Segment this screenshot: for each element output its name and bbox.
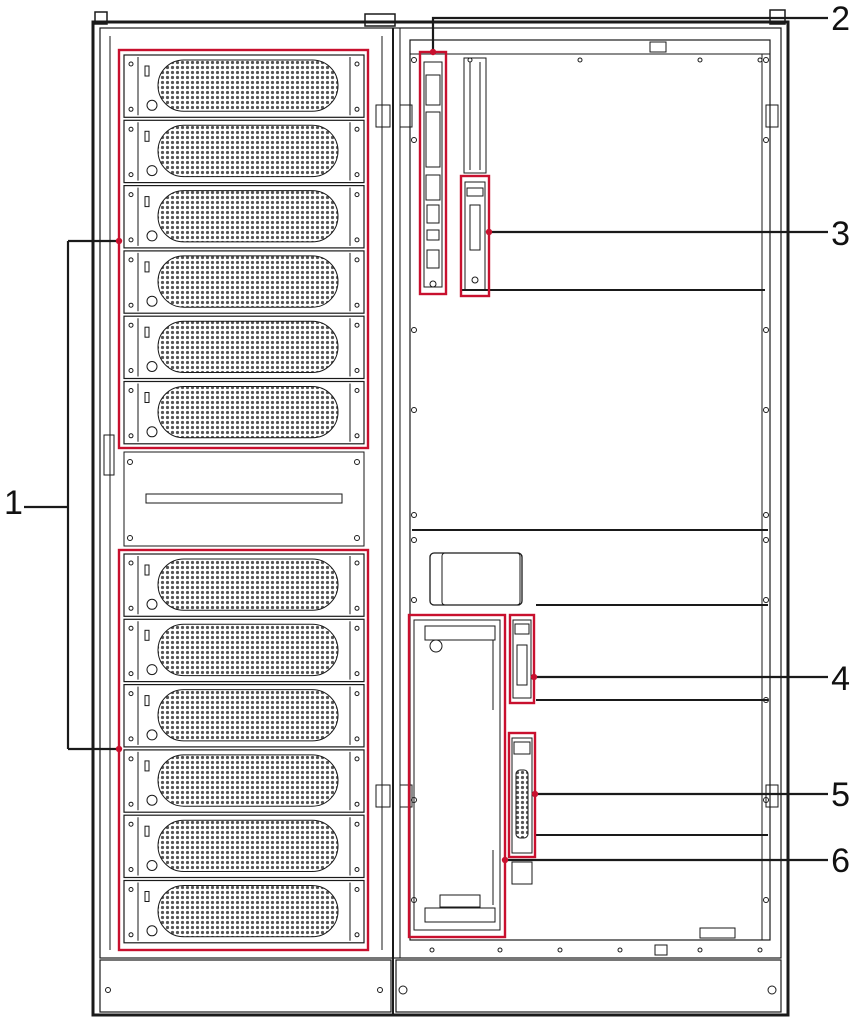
cabinet-frame (91, 9, 790, 1017)
latch-icon (146, 426, 158, 438)
latch-icon (146, 664, 158, 676)
callout-leaders (24, 16, 828, 864)
latch-icon (146, 165, 158, 177)
fan-grille (157, 754, 339, 807)
power-module (123, 814, 365, 879)
leader-dot (501, 856, 509, 864)
latch-icon (146, 361, 158, 372)
highlight-frame-cable-tray (407, 613, 507, 939)
highlight-frame-aux-a (508, 613, 536, 705)
blank-filler-panel (123, 451, 365, 547)
power-module (123, 185, 365, 249)
right-bay-internals (409, 39, 771, 956)
power-module (123, 749, 365, 813)
auxiliary-module-a (512, 619, 532, 699)
leader-dot (115, 237, 123, 245)
bypass-module (464, 181, 486, 291)
power-module (123, 683, 365, 748)
latch-icon (146, 99, 158, 111)
fan-grille (157, 190, 339, 243)
callout-number-3: 3 (831, 215, 850, 253)
power-module (123, 553, 365, 617)
power-module (123, 879, 365, 944)
callout-number-4: 4 (831, 660, 850, 698)
highlight-frame-power-upper (117, 48, 370, 450)
callout-number-1: 1 (4, 484, 23, 522)
auxiliary-module-b (511, 737, 533, 885)
power-module (123, 250, 365, 314)
latch-icon (146, 729, 158, 741)
fan-grille (157, 558, 339, 611)
power-module-stack-lower (123, 553, 365, 944)
fan-grille (157, 386, 339, 439)
fan-grille (157, 124, 339, 178)
latch-icon (146, 860, 158, 871)
leader-1 (24, 239, 119, 751)
fan-grille (157, 689, 339, 742)
power-module (123, 119, 365, 184)
cable-tray-bracket (413, 619, 501, 931)
leader-dot (531, 790, 539, 798)
fan-grille (157, 885, 339, 938)
power-module (123, 618, 365, 683)
leader-dot (485, 228, 493, 236)
fan-grille (157, 59, 339, 112)
monitoring-module (423, 61, 443, 288)
highlight-frame-bypass (459, 174, 491, 298)
fan-grille (157, 255, 339, 308)
latch-icon (146, 230, 158, 242)
power-module-stack-upper (123, 54, 365, 445)
power-module (123, 380, 365, 445)
power-module (123, 315, 365, 380)
latch-icon (146, 794, 158, 806)
leader-dot (115, 745, 123, 753)
latch-icon (146, 295, 158, 307)
leader-dot (530, 673, 538, 681)
callout-number-6: 6 (831, 842, 850, 880)
latch-icon (146, 925, 158, 937)
latch-icon (146, 598, 158, 610)
fan-grille (157, 320, 339, 374)
fan-grille (157, 819, 339, 873)
callout-number-2: 2 (831, 0, 850, 38)
leader-dot (429, 48, 437, 56)
power-module (123, 54, 365, 118)
fan-grille (157, 623, 339, 677)
callout-number-5: 5 (831, 776, 850, 814)
leader-2 (431, 16, 828, 52)
